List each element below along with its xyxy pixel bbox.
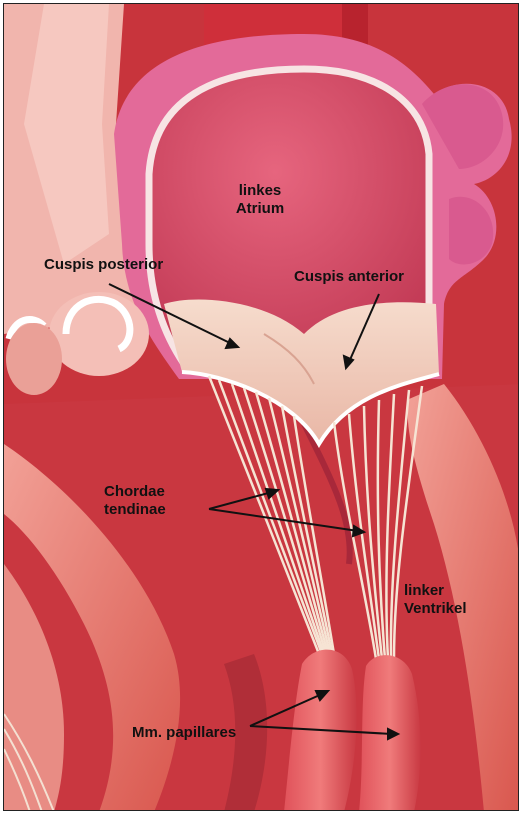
label-left-atrium-line2: Atrium xyxy=(224,200,296,218)
label-cusp-anterior: Cuspis anterior xyxy=(294,268,404,286)
label-left-ventricle-line1: linker xyxy=(404,582,467,600)
label-cusp-posterior: Cuspis posterior xyxy=(44,256,163,274)
heart-illustration xyxy=(4,4,519,811)
label-chordae-line2: tendinae xyxy=(104,501,166,519)
label-left-atrium-line1: linkes xyxy=(224,182,296,200)
label-left-ventricle: linker Ventrikel xyxy=(404,582,467,618)
label-chordae-line1: Chordae xyxy=(104,483,166,501)
label-left-ventricle-line2: Ventrikel xyxy=(404,600,467,618)
label-papillary-muscles: Mm. papillares xyxy=(132,724,236,742)
figure-frame: linkes Atrium Cuspis posterior Cuspis an… xyxy=(3,3,519,811)
label-left-atrium: linkes Atrium xyxy=(224,182,296,218)
label-chordae-tendinae: Chordae tendinae xyxy=(104,483,166,519)
